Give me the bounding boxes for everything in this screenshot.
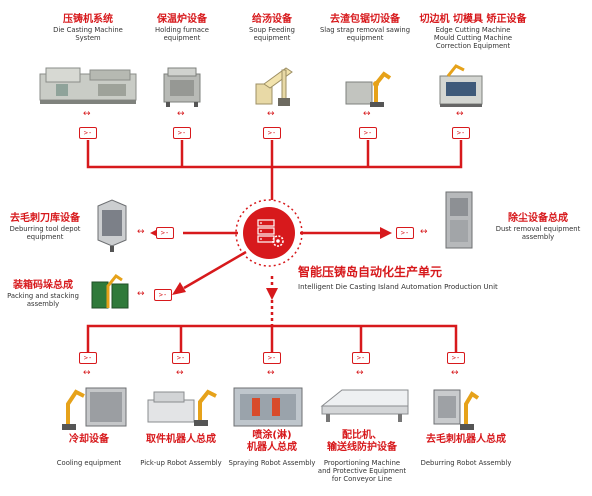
left-unit-2: 装箱码垛总成 Packing and stacking assembly [2,280,84,308]
left-unit-2-en: Packing and stacking assembly [7,292,79,308]
bottom-unit-5-controller-icon: >- [447,352,465,364]
bottom-unit-2-en: Pick-up Robot Assembly [140,459,222,467]
top-unit-3-zh: 给汤设备 [252,14,292,25]
deburring-robot-image [433,389,480,430]
packing-link-line [183,250,247,290]
bottom-unit-4-zh: 配比机、 输送线防护设备 [327,430,397,453]
top-unit-5-zh: 切边机 切模具 矫正设备 [419,14,527,25]
soup-feeding-image [255,67,293,106]
bottom-unit-3-controller-icon: >- [263,352,281,364]
top-unit-4-link-arrow: ↔ [363,109,371,119]
top-unit-1: 压铸机系统 Die Casting Machine System [40,14,136,42]
bottom-unit-3: 喷涂(淋) 机器人总成 Spraying Robot Assembly [224,430,320,467]
left-unit-1: 去毛刺刀库设备 Deburring tool depot equipment [4,213,86,241]
top-unit-1-link-arrow: ↔ [83,109,91,119]
center-subtitle: Intelligent Die Casting Island Automatio… [298,283,498,291]
right-unit-1: 除尘设备总成 Dust removal equipment assembly [486,213,590,241]
proportioning-conveyor-image [320,389,409,422]
left-unit-1-link-arrow: ↔ [137,227,145,237]
top-unit-3-en: Soup Feeding equipment [249,26,295,42]
top-unit-2-link-arrow: ↔ [177,109,185,119]
left-unit-1-controller-icon: >- [156,227,174,239]
holding-furnace-image [163,67,201,107]
die-casting-machine-image [39,67,137,104]
left-unit-1-zh: 去毛刺刀库设备 [10,213,80,224]
bottom-unit-4-en: Proportioning Machine and Protective Equ… [317,459,407,483]
top-unit-2: 保温炉设备 Holding furnace equipment [136,14,228,42]
top-bus-line [86,140,463,169]
deburring-tool-depot-image [97,199,127,252]
bottom-unit-4: 配比机、 输送线防护设备 Proportioning Machine and P… [314,430,410,483]
bottom-unit-1-en: Cooling equipment [56,459,122,467]
dust-removal-image [445,191,473,249]
bottom-unit-2: 取件机器人总成 Pick-up Robot Assembly [134,434,228,467]
right-unit-1-en: Dust removal equipment assembly [495,225,581,241]
left-unit-2-zh: 装箱码垛总成 [13,280,73,291]
right-unit-1-link-arrow: ↔ [420,227,428,237]
pick-up-robot-image [147,389,217,426]
top-unit-4-zh: 去渣包锯切设备 [330,14,400,25]
slag-sawing-image [345,71,392,107]
bottom-unit-5-link-arrow: ↔ [451,368,459,378]
top-unit-4: 去渣包锯切设备 Slag strap removal sawing equipm… [312,14,418,42]
edge-cutting-image [439,64,483,107]
top-unit-4-controller-icon: >- [359,127,377,139]
bottom-unit-1-zh: 冷却设备 [69,434,109,445]
top-unit-4-en: Slag strap removal sawing equipment [319,26,411,42]
right-unit-1-zh: 除尘设备总成 [508,213,568,224]
top-unit-2-en: Holding furnace equipment [155,26,209,42]
top-unit-5-en: Edge Cutting Machine Mould Cutting Machi… [433,26,513,50]
top-unit-5: 切边机 切模具 矫正设备 Edge Cutting Machine Mould … [414,14,532,50]
top-unit-2-zh: 保温炉设备 [157,14,207,25]
packing-stacking-image [91,273,129,309]
top-unit-1-controller-icon: >- [79,127,97,139]
bottom-unit-4-link-arrow: ↔ [356,368,364,378]
arrowhead-down [266,288,278,300]
bottom-unit-1-link-arrow: ↔ [83,368,91,378]
left-unit-2-controller-icon: >- [154,289,172,301]
cooling-equipment-image [62,387,127,430]
top-unit-5-link-arrow: ↔ [456,109,464,119]
left-unit-1-en: Deburring tool depot equipment [9,225,81,241]
bottom-unit-1-controller-icon: >- [79,352,97,364]
bottom-unit-5-zh: 去毛刺机器人总成 [426,434,506,445]
bottom-unit-2-zh: 取件机器人总成 [146,434,216,445]
bottom-unit-5: 去毛刺机器人总成 Deburring Robot Assembly [412,434,520,467]
arrowhead-right [380,227,392,239]
arrowhead-packing [172,282,186,295]
right-unit-1-controller-icon: >- [396,227,414,239]
bottom-unit-1: 冷却设备 Cooling equipment [44,434,134,467]
bottom-unit-3-link-arrow: ↔ [267,368,275,378]
bottom-unit-3-zh: 喷涂(淋) 机器人总成 [247,430,297,453]
top-unit-5-controller-icon: >- [452,127,470,139]
top-unit-1-en: Die Casting Machine System [53,26,123,42]
center-hub [235,199,303,267]
center-title: 智能压铸岛自动化生产单元 [298,265,443,279]
top-unit-3: 给汤设备 Soup Feeding equipment [228,14,316,42]
left-unit-2-link-arrow: ↔ [137,289,145,299]
bottom-unit-5-en: Deburring Robot Assembly [420,459,512,467]
spraying-robot-image [233,387,303,427]
top-unit-3-controller-icon: >- [263,127,281,139]
bottom-unit-3-en: Spraying Robot Assembly [228,459,316,467]
bottom-unit-4-controller-icon: >- [352,352,370,364]
top-unit-2-controller-icon: >- [173,127,191,139]
bottom-unit-2-controller-icon: >- [172,352,190,364]
top-unit-1-zh: 压铸机系统 [63,14,113,25]
top-unit-3-link-arrow: ↔ [267,109,275,119]
bottom-unit-2-link-arrow: ↔ [176,368,184,378]
